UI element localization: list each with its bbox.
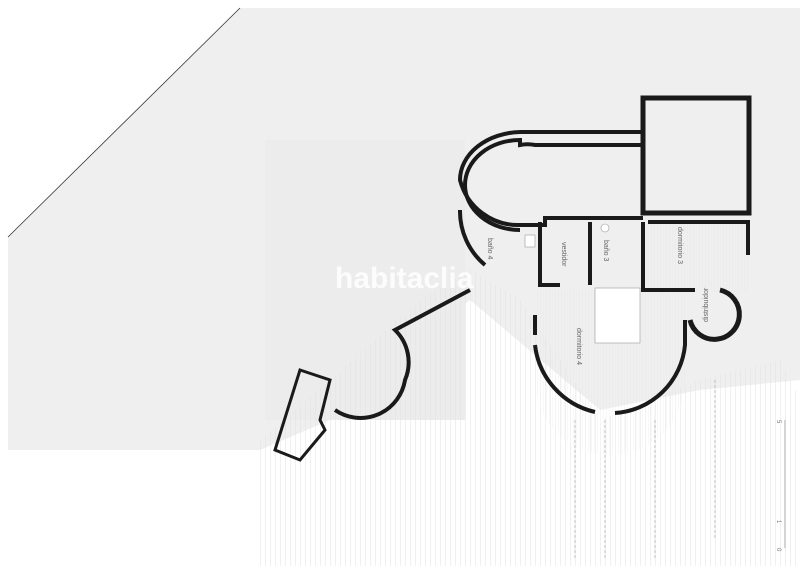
room-label-bano-4: baño 4 bbox=[486, 238, 493, 260]
dormitorio-4-floor bbox=[535, 290, 685, 455]
pergola-lines bbox=[574, 380, 716, 560]
scale-tick-5: 5 bbox=[775, 420, 781, 424]
scale-tick-0: 0 bbox=[775, 548, 781, 552]
room-label-dormitorio-3: dormitorio 3 bbox=[676, 227, 683, 264]
deck-area bbox=[260, 270, 800, 566]
site-boundary bbox=[7, 7, 241, 238]
room-label-vestidor: vestidor bbox=[560, 242, 567, 267]
room-label-dormitorio-4: dormitorio 4 bbox=[575, 328, 582, 365]
room-label-bano-3: baño 3 bbox=[602, 240, 609, 262]
watermark: habitaclia bbox=[335, 262, 474, 295]
walls bbox=[273, 95, 752, 462]
scale-tick-1: 1 bbox=[775, 520, 781, 524]
room-label-distribuidor: distribuidor bbox=[703, 287, 710, 322]
dormitorio-3-floor bbox=[650, 222, 748, 292]
fixtures bbox=[524, 223, 641, 344]
